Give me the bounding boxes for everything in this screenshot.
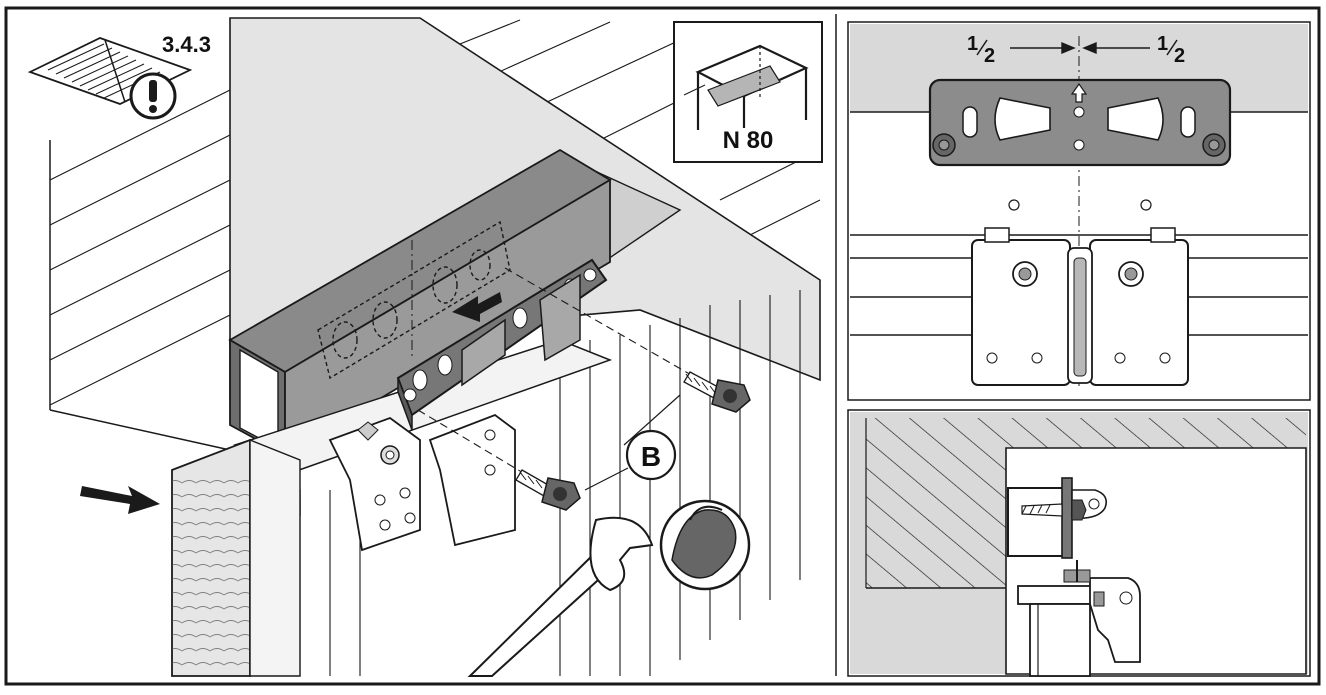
svg-text:2: 2	[1174, 45, 1185, 67]
screw-lower	[515, 469, 581, 511]
bracket-plate-top-view	[928, 78, 1232, 167]
half-right-label: 1 2	[1157, 33, 1185, 67]
svg-text:1: 1	[1157, 33, 1168, 55]
door-arrow	[80, 486, 160, 514]
alignment-detail-view: 1 2 1 2	[847, 21, 1311, 401]
section-reference: 3.4.3	[162, 32, 211, 57]
tighten-firmly-icon	[659, 499, 751, 591]
wrench-icon	[467, 516, 654, 677]
dashed-bracket-outline	[317, 220, 511, 380]
svg-text:2: 2	[984, 45, 995, 67]
side-section-view	[847, 409, 1311, 677]
push-arrow	[452, 292, 502, 322]
hinge-pair-front-view	[971, 227, 1189, 386]
clearance-code: N 80	[723, 127, 774, 154]
wooden-door-edge	[171, 438, 301, 677]
cabinet-side-panels	[299, 290, 801, 676]
clearance-inset: N 80	[673, 21, 823, 163]
hinge-section-view	[1017, 560, 1141, 677]
screw-callout-b: B	[584, 394, 681, 491]
half-left-label: 1 2	[967, 33, 995, 67]
screw-guide-lines	[417, 267, 701, 481]
bracket-section-view	[1007, 477, 1108, 559]
lower-hinge-assembly	[328, 413, 516, 552]
svg-text:1: 1	[967, 33, 978, 55]
screw-upper	[683, 371, 751, 413]
hinge-bracket-plate	[396, 258, 608, 431]
square-tube-rail	[228, 148, 612, 457]
main-assembly-view: B	[27, 17, 823, 677]
screw-callout-label: B	[641, 441, 661, 472]
cabinet-niche-icon	[683, 44, 809, 130]
exclamation-icon	[129, 72, 177, 120]
